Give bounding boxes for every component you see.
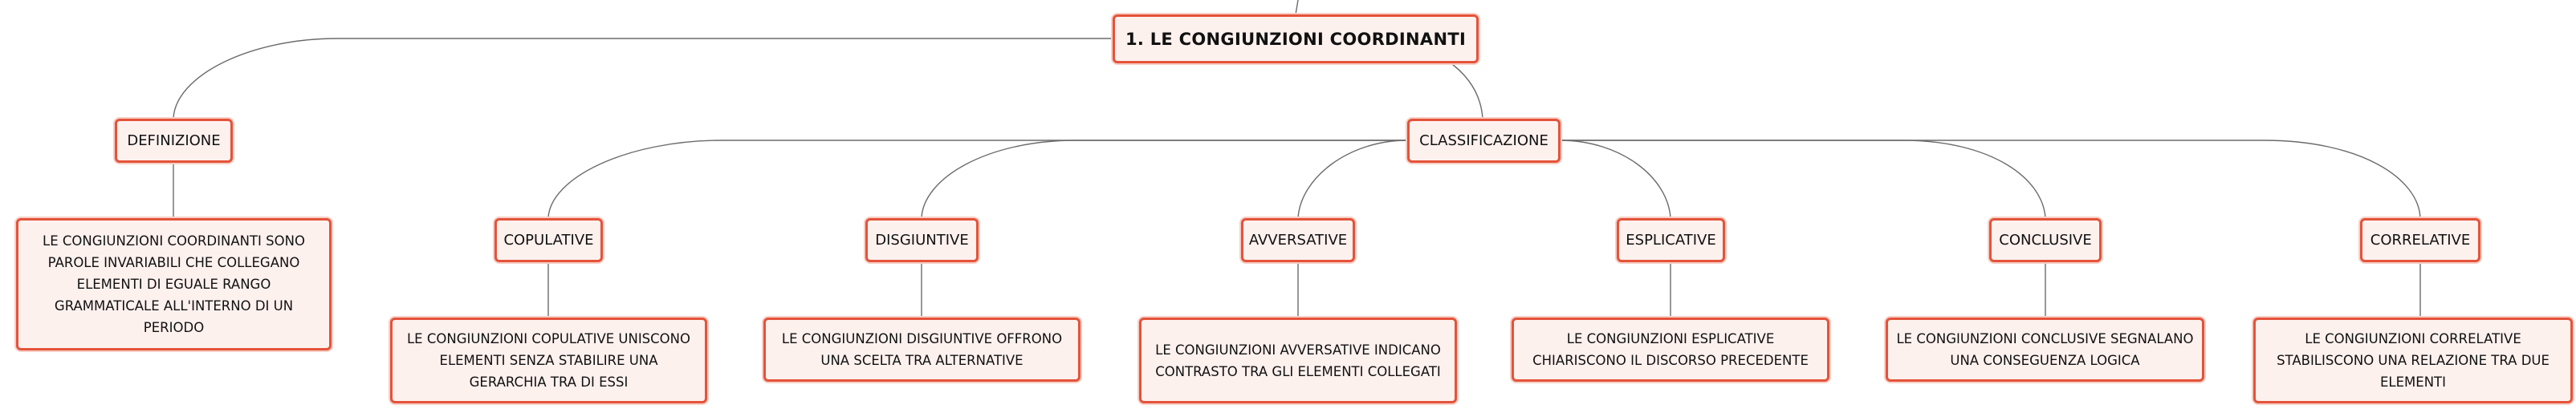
copulative-label: COPULATIVE (503, 232, 594, 249)
conclusive-label: CONCLUSIVE (1999, 232, 2092, 249)
esplicative-text-node[interactable]: LE CONGIUNZIONI ESPLICATIVE CHIARISCONO … (1512, 318, 1829, 382)
esplicative-text: LE CONGIUNZIONI ESPLICATIVE CHIARISCONO … (1532, 331, 1809, 368)
esplicative-node[interactable]: ESPLICATIVE (1617, 218, 1725, 262)
connector-class-conclusive (1560, 140, 2046, 219)
connector-class-avversative (1297, 140, 1408, 219)
disgiuntive-label: DISGIUNTIVE (875, 232, 969, 249)
copulative-text: LE CONGIUNZIONI COPULATIVE UNISCONO ELEM… (406, 331, 690, 390)
connector-root-classificazione (1448, 61, 1483, 119)
avversative-node[interactable]: AVVERSATIVE (1241, 218, 1355, 262)
root-label: 1. LE CONGIUNZIONI COORDINANTI (1125, 29, 1467, 49)
avversative-text: LE CONGIUNZIONI AVVERSATIVE INDICANO CON… (1155, 342, 1441, 379)
classificazione-node[interactable]: CLASSIFICAZIONE (1407, 119, 1561, 163)
avversative-text-node[interactable]: LE CONGIUNZIONI AVVERSATIVE INDICANO CON… (1139, 318, 1457, 403)
connector-class-esplicative (1559, 140, 1671, 219)
connector-root-definizione (173, 38, 1112, 119)
conclusive-text: LE CONGIUNZIONI CONCLUSIVE SEGNALANO UNA… (1896, 331, 2194, 368)
copulative-text-node[interactable]: LE CONGIUNZIONI COPULATIVE UNISCONO ELEM… (390, 318, 707, 403)
connector-class-correlative (1560, 140, 2421, 219)
correlative-text-node[interactable]: LE CONGIUNZIONI CORRELATIVE STABILISCONO… (2253, 318, 2573, 403)
root-node[interactable]: 1. LE CONGIUNZIONI COORDINANTI (1113, 14, 1479, 63)
definizione-label: DEFINIZIONE (127, 132, 221, 149)
disgiuntive-text: LE CONGIUNZIONI DISGIUNTIVE OFFRONO UNA … (781, 331, 1063, 368)
avversative-label: AVVERSATIVE (1248, 232, 1348, 249)
correlative-label: CORRELATIVE (2370, 232, 2471, 249)
classificazione-label: CLASSIFICAZIONE (1419, 132, 1548, 149)
esplicative-label: ESPLICATIVE (1626, 232, 1716, 249)
conclusive-text-node[interactable]: LE CONGIUNZIONI CONCLUSIVE SEGNALANO UNA… (1886, 318, 2204, 382)
conclusive-node[interactable]: CONCLUSIVE (1989, 218, 2102, 262)
connector-class-disgiuntive (921, 140, 1407, 219)
correlative-text: LE CONGIUNZIONI CORRELATIVE STABILISCONO… (2277, 331, 2550, 390)
definizione-node[interactable]: DEFINIZIONE (115, 119, 233, 163)
disgiuntive-text-node[interactable]: LE CONGIUNZIONI DISGIUNTIVE OFFRONO UNA … (763, 318, 1080, 382)
connector-class-copulative (547, 140, 1407, 219)
connector-parent-root (1295, 0, 1299, 15)
definizione-text-node[interactable]: LE CONGIUNZIONI COORDINANTI SONO PAROLE … (16, 218, 332, 350)
disgiuntive-node[interactable]: DISGIUNTIVE (865, 218, 979, 262)
correlative-node[interactable]: CORRELATIVE (2360, 218, 2480, 262)
definizione-text: LE CONGIUNZIONI COORDINANTI SONO PAROLE … (43, 233, 305, 335)
copulative-node[interactable]: COPULATIVE (494, 218, 603, 262)
